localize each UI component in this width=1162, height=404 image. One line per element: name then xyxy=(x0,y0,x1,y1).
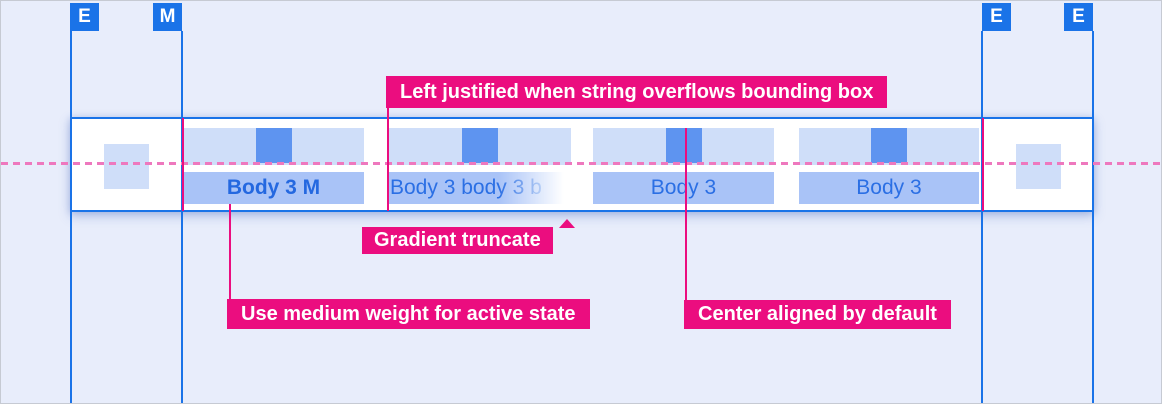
spacing-marker-e-right-inner: E xyxy=(982,3,1011,31)
connector-line-medium-weight xyxy=(229,204,231,300)
tab-area-right-edge-line xyxy=(982,118,984,211)
tab-area-left-edge-line xyxy=(182,118,184,211)
annotation-left-justified: Left justified when string overflows bou… xyxy=(386,76,888,108)
annotation-gradient-truncate: Gradient truncate xyxy=(362,227,553,254)
tab-icon-placeholder xyxy=(255,128,292,163)
annotation-center-aligned: Center aligned by default xyxy=(684,300,951,329)
connector-line-center-aligned xyxy=(685,128,687,301)
tab-icon-placeholder xyxy=(462,128,498,163)
edge-spacing-swatch-left xyxy=(104,144,149,189)
dashed-centerline xyxy=(1,162,1161,165)
tab-item[interactable]: Body 3 xyxy=(799,1,979,403)
spacing-marker-m: M xyxy=(153,3,182,31)
spacing-marker-e-right: E xyxy=(1064,3,1093,31)
annotation-medium-weight: Use medium weight for active state xyxy=(227,299,590,329)
tab-label: Body 3 M xyxy=(183,172,364,204)
tab-icon-placeholder xyxy=(665,128,702,163)
tab-label: Body 3 xyxy=(799,172,979,204)
connector-line-left-justified xyxy=(387,107,389,211)
guide-line-edge-right xyxy=(1092,31,1094,403)
annotation-arrow-up-icon xyxy=(559,219,575,228)
guide-line-margin-left xyxy=(181,31,183,403)
guide-line-edge-left xyxy=(70,31,72,403)
edge-spacing-swatch-right xyxy=(1016,144,1061,189)
tab-label: Body 3 xyxy=(593,172,774,204)
tab-item[interactable]: Body 3 xyxy=(593,1,774,403)
tab-item-active[interactable]: Body 3 M xyxy=(183,1,364,403)
tab-item-overflow[interactable]: Body 3 body 3 b xyxy=(389,1,571,403)
tab-icon-placeholder xyxy=(871,128,907,163)
spacing-marker-e-left: E xyxy=(70,3,99,31)
guide-line-edge-right-inner xyxy=(981,31,983,403)
tab-label-truncated: Body 3 body 3 b xyxy=(389,172,571,204)
